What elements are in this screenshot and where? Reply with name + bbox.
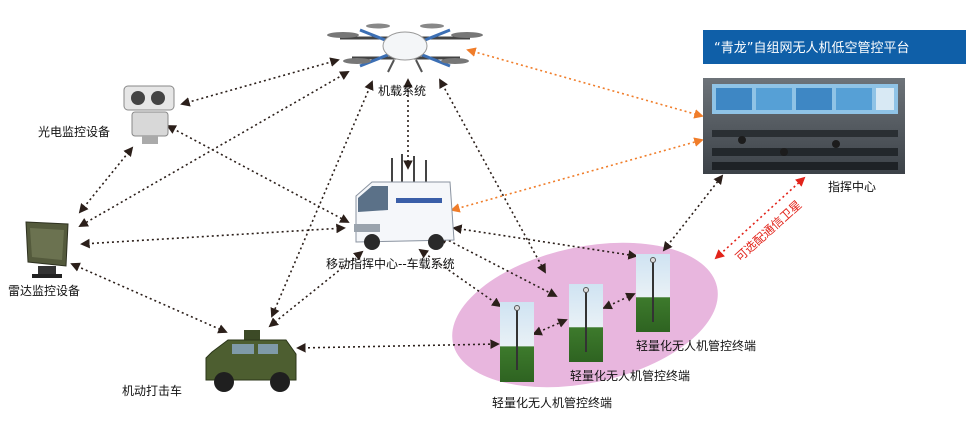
link-drone-center [468, 50, 702, 116]
platform-title: “青龙”自组网无人机低空管控平台 [714, 41, 909, 56]
link-radar-van [82, 228, 344, 244]
platform-banner: “青龙”自组网无人机低空管控平台 [703, 30, 966, 64]
terminal-label-2: 轻量化无人机管控终端 [570, 368, 690, 383]
command-van-icon [354, 154, 454, 250]
drone-label: 机载系统 [378, 84, 426, 98]
mast-terminal-photo [636, 254, 670, 332]
command-center-label: 指挥中心 [828, 179, 876, 194]
link-radar-vehicle [72, 264, 226, 332]
link-terminal-center [664, 176, 722, 250]
link-drone-radar [80, 72, 348, 226]
hexacopter-drone-icon [327, 24, 483, 73]
link-van-terminal-c [454, 228, 636, 256]
eo-monitor-node[interactable]: 光电监控设备 [38, 86, 174, 144]
terminal-label-3: 轻量化无人机管控终端 [636, 338, 756, 353]
link-eo-van [168, 126, 348, 222]
eo-monitor-label: 光电监控设备 [38, 125, 110, 139]
mast-terminal-photo [569, 284, 603, 362]
radar-panel-icon [26, 222, 68, 278]
radar-label: 雷达监控设备 [8, 284, 80, 298]
mobile-command-label: 移动指挥中心--车载系统 [326, 256, 455, 271]
link-van-center [452, 140, 702, 210]
link-drone-terminal [440, 80, 545, 272]
eo-camera-turret-icon [124, 86, 174, 144]
link-drone-eo [182, 60, 338, 104]
terminal-label-1: 轻量化无人机管控终端 [492, 395, 612, 410]
strike-vehicle-label: 机动打击车 [122, 383, 182, 398]
radar-node[interactable]: 雷达监控设备 [8, 222, 80, 298]
strike-vehicle-node[interactable]: 机动打击车 [122, 330, 296, 398]
military-vehicle-icon [206, 330, 296, 392]
command-center[interactable]: 指挥中心 [703, 78, 905, 194]
control-room-photo [703, 78, 905, 174]
optional-satellite-label: 可选配通信卫星 [733, 198, 805, 265]
orange-links [452, 50, 702, 210]
drone-node[interactable]: 机载系统 [327, 24, 483, 99]
mast-terminal-photo [500, 302, 534, 382]
mobile-command-node[interactable]: 移动指挥中心--车载系统 [326, 154, 455, 271]
link-eo-radar [80, 148, 132, 212]
